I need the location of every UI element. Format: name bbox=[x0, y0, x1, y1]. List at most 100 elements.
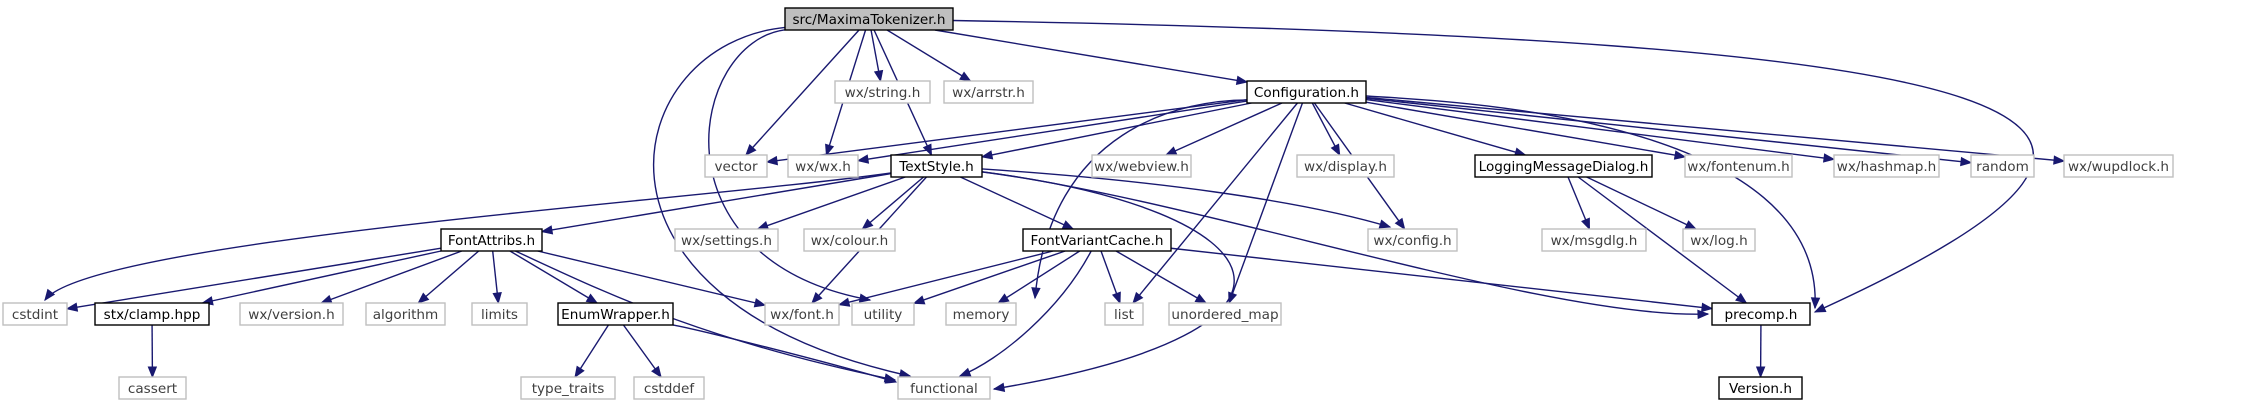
node-vector: vector bbox=[704, 154, 768, 178]
edge-arrowhead bbox=[1111, 291, 1121, 305]
node-logging[interactable]: LoggingMessageDialog.h bbox=[1474, 154, 1653, 178]
node-box bbox=[471, 302, 528, 326]
edge-arrowhead bbox=[1164, 146, 1178, 156]
node-box bbox=[1168, 302, 1282, 326]
node-label: random bbox=[1976, 159, 2029, 175]
node-label: type_traits bbox=[532, 381, 605, 397]
node-textstyle[interactable]: TextStyle.h bbox=[890, 154, 983, 178]
node-precomp[interactable]: precomp.h bbox=[1711, 302, 1811, 326]
node-box bbox=[1296, 154, 1395, 178]
node-label: FontVariantCache.h bbox=[1030, 233, 1163, 249]
edge-enumwrapper-to-cstddef bbox=[622, 324, 662, 379]
node-box bbox=[118, 376, 187, 400]
edge-line bbox=[509, 250, 598, 304]
node-label: EnumWrapper.h bbox=[561, 307, 670, 323]
edge-fontattribs-to-clamp bbox=[201, 250, 442, 306]
node-config[interactable]: Configuration.h bbox=[1246, 80, 1367, 104]
edge-line bbox=[1228, 102, 1304, 304]
edge-line bbox=[537, 250, 766, 306]
edge-line bbox=[952, 19, 2035, 313]
edge-fvcache-to-umap bbox=[1115, 250, 1208, 304]
edge-arrowhead bbox=[1697, 309, 1710, 320]
edge-config-to-wxwx bbox=[856, 100, 1248, 164]
node-label: cstdint bbox=[12, 307, 58, 323]
node-label: algorithm bbox=[373, 307, 439, 323]
edge-arrowhead bbox=[574, 365, 585, 379]
edge-enumwrapper-to-functional bbox=[672, 324, 898, 384]
node-box bbox=[1474, 154, 1653, 178]
edge-fontattribs-to-limits bbox=[491, 250, 502, 305]
node-label: wx/display.h bbox=[1304, 159, 1387, 175]
node-root[interactable]: src/MaximaTokenizer.h bbox=[784, 7, 954, 31]
node-fontattribs[interactable]: FontAttribs.h bbox=[440, 228, 543, 252]
node-algorithm: algorithm bbox=[365, 302, 446, 326]
edge-line bbox=[766, 99, 1248, 163]
edge-line bbox=[672, 324, 897, 383]
node-label: src/MaximaTokenizer.h bbox=[792, 12, 945, 28]
node-box bbox=[1682, 228, 1756, 252]
edge-fontattribs-to-enumwrapper bbox=[509, 250, 599, 304]
edge-line bbox=[1165, 102, 1283, 156]
edge-line bbox=[1586, 176, 1697, 230]
node-label: wx/arrstr.h bbox=[952, 85, 1025, 101]
edge-line bbox=[959, 250, 1092, 377]
node-label: Configuration.h bbox=[1254, 85, 1359, 101]
edge-arrowhead bbox=[1701, 302, 1714, 313]
edge-config-to-umap bbox=[1228, 102, 1304, 305]
edge-arrowhead bbox=[884, 374, 898, 384]
edge-textstyle-to-colour bbox=[861, 176, 925, 230]
edge-textstyle-to-settings bbox=[756, 176, 906, 230]
edge-arrowhead bbox=[1822, 153, 1836, 163]
edge-line bbox=[913, 250, 1066, 304]
edge-textstyle-to-fontattribs bbox=[540, 172, 892, 235]
node-label: cassert bbox=[128, 381, 177, 397]
node-label: cstddef bbox=[644, 381, 696, 397]
edge-line bbox=[1170, 247, 1713, 310]
edge-config-to-vector bbox=[765, 99, 1248, 166]
node-string: wx/string.h bbox=[834, 80, 931, 104]
edge-precomp-to-versionh bbox=[1755, 324, 1766, 379]
node-label: wx/font.h bbox=[770, 307, 834, 323]
edge-arrowhead bbox=[856, 154, 870, 164]
edge-arrowhead bbox=[958, 367, 972, 377]
node-fvcache[interactable]: FontVariantCache.h bbox=[1022, 228, 1172, 252]
node-settings: wx/settings.h bbox=[674, 228, 779, 252]
edge-line bbox=[1365, 98, 1835, 160]
node-box bbox=[674, 228, 779, 252]
edge-arrowhead bbox=[44, 288, 56, 302]
edge-line bbox=[981, 171, 1235, 390]
edge-fontattribs-to-cstdint bbox=[65, 247, 442, 312]
node-box bbox=[239, 302, 344, 326]
edge-line bbox=[1132, 102, 1299, 304]
edge-arrowhead bbox=[1394, 217, 1406, 231]
edge-arrowhead bbox=[1960, 156, 1973, 167]
node-label: Version.h bbox=[1729, 381, 1792, 397]
edge-arrowhead bbox=[319, 294, 333, 304]
edge-root-to-vector bbox=[745, 29, 860, 156]
node-label: wx/log.h bbox=[1690, 233, 1747, 249]
edge-arrowhead bbox=[1194, 293, 1208, 304]
node-label: functional bbox=[910, 381, 978, 397]
node-enumwrapper[interactable]: EnumWrapper.h bbox=[557, 302, 674, 326]
node-memory: memory bbox=[945, 302, 1017, 326]
node-label: wx/config.h bbox=[1373, 233, 1451, 249]
node-wxwx: wx/wx.h bbox=[787, 154, 859, 178]
edge-arrowhead bbox=[912, 295, 926, 305]
node-versionh[interactable]: Version.h bbox=[1718, 376, 1803, 400]
edge-line bbox=[653, 26, 911, 377]
node-box bbox=[897, 376, 991, 400]
node-box bbox=[2063, 154, 2174, 178]
node-box bbox=[1970, 154, 2035, 178]
edge-textstyle-to-cstdint bbox=[44, 172, 892, 302]
edge-arrowhead bbox=[1378, 219, 1392, 229]
node-clamp[interactable]: stx/clamp.hpp bbox=[94, 302, 210, 326]
node-label: precomp.h bbox=[1725, 307, 1798, 323]
edge-arrowhead bbox=[651, 365, 662, 379]
edge-arrowhead bbox=[585, 293, 599, 304]
edge-arrowhead bbox=[1031, 287, 1041, 300]
edge-fvcache-to-functional bbox=[958, 250, 1092, 377]
node-label: wx/wupdlock.h bbox=[2068, 159, 2169, 175]
edge-root-to-arrstr bbox=[886, 29, 972, 82]
edge-line bbox=[1115, 250, 1207, 304]
